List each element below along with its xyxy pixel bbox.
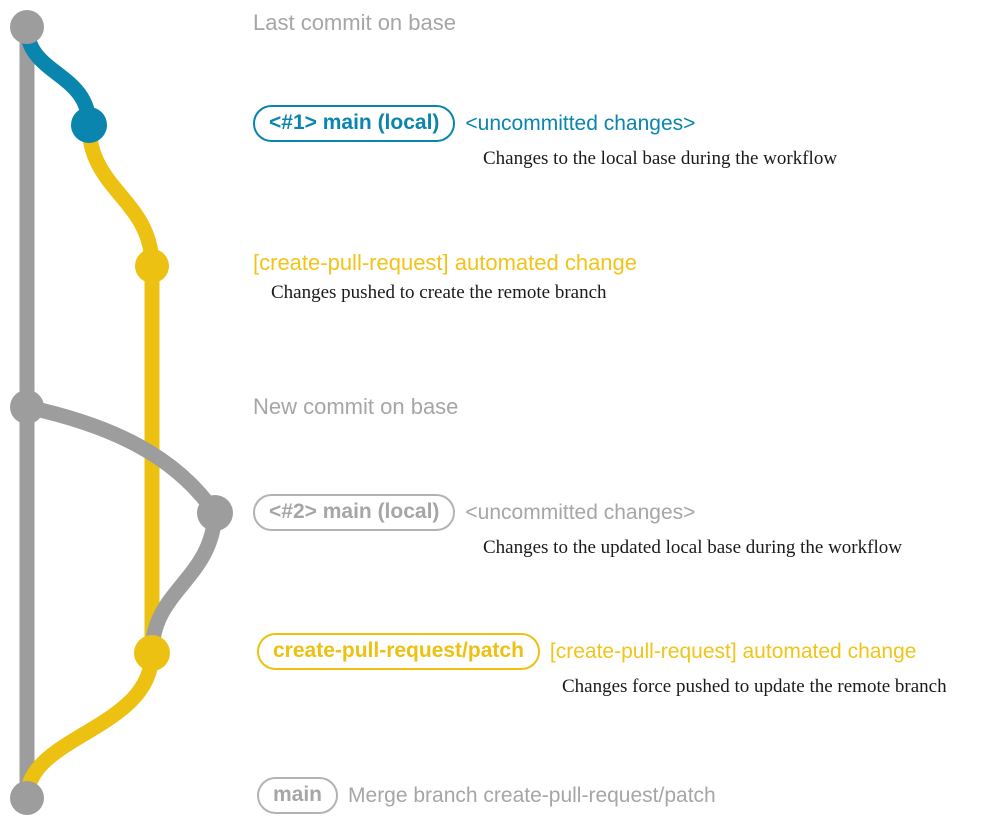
commit-node-local-2[interactable]	[197, 495, 233, 531]
commit-note-4: Changes force pushed to update the remot…	[562, 676, 947, 698]
commit-node-local-1[interactable]	[71, 107, 107, 143]
branch-label-create-pull-request-patch[interactable]: create-pull-request/patch	[257, 633, 540, 671]
entry-headline: Last commit on base	[253, 10, 456, 35]
commit-node-merge[interactable]	[10, 781, 44, 815]
edge-patch2-to-merge	[19, 645, 160, 806]
commit-node-base-head[interactable]	[10, 10, 44, 44]
branch-label-main-local-2[interactable]: <#2> main (local)	[253, 494, 456, 532]
commit-node-base-new[interactable]	[10, 390, 44, 424]
commit-note-3: Changes to the updated local base during…	[483, 537, 902, 559]
edge-basenew-to-local2	[19, 399, 223, 521]
graph-entry-new-commit-on-base: New commit on base	[253, 394, 458, 420]
commit-note-1: Changes to the local base during the wor…	[483, 148, 838, 170]
branch-label-main[interactable]: main	[257, 777, 339, 815]
edge-local1-to-patch1	[81, 117, 160, 274]
commit-node-patch-1[interactable]	[135, 249, 169, 283]
graph-entry-commit-4: create-pull-request/patch [create-pull-r…	[257, 633, 947, 699]
commit-node-patch-2[interactable]	[134, 635, 170, 671]
graph-entry-commit-2: [create-pull-request] automated change C…	[253, 250, 637, 305]
graph-entry-last-commit-on-base: Last commit on base	[253, 10, 456, 36]
edge-local2-to-patch2	[144, 505, 223, 661]
graph-entry-merge-commit: main Merge branch create-pull-request/pa…	[257, 777, 716, 815]
commit-subject-3: <uncommitted changes>	[465, 500, 696, 524]
entry-headline: New commit on base	[253, 394, 459, 419]
commit-subject-2: [create-pull-request] automated change	[253, 250, 638, 275]
graph-entry-commit-3: <#2> main (local) <uncommitted changes> …	[253, 494, 902, 560]
commit-subject-4: [create-pull-request] automated change	[549, 639, 917, 663]
graph-entry-commit-1: <#1> main (local) <uncommitted changes> …	[253, 105, 837, 171]
commit-note-2: Changes pushed to create the remote bran…	[271, 282, 607, 304]
branch-label-main-local-1[interactable]: <#1> main (local)	[253, 105, 456, 143]
commit-subject-1: <uncommitted changes>	[465, 111, 696, 135]
commit-subject-merge: Merge branch create-pull-request/patch	[348, 783, 716, 807]
